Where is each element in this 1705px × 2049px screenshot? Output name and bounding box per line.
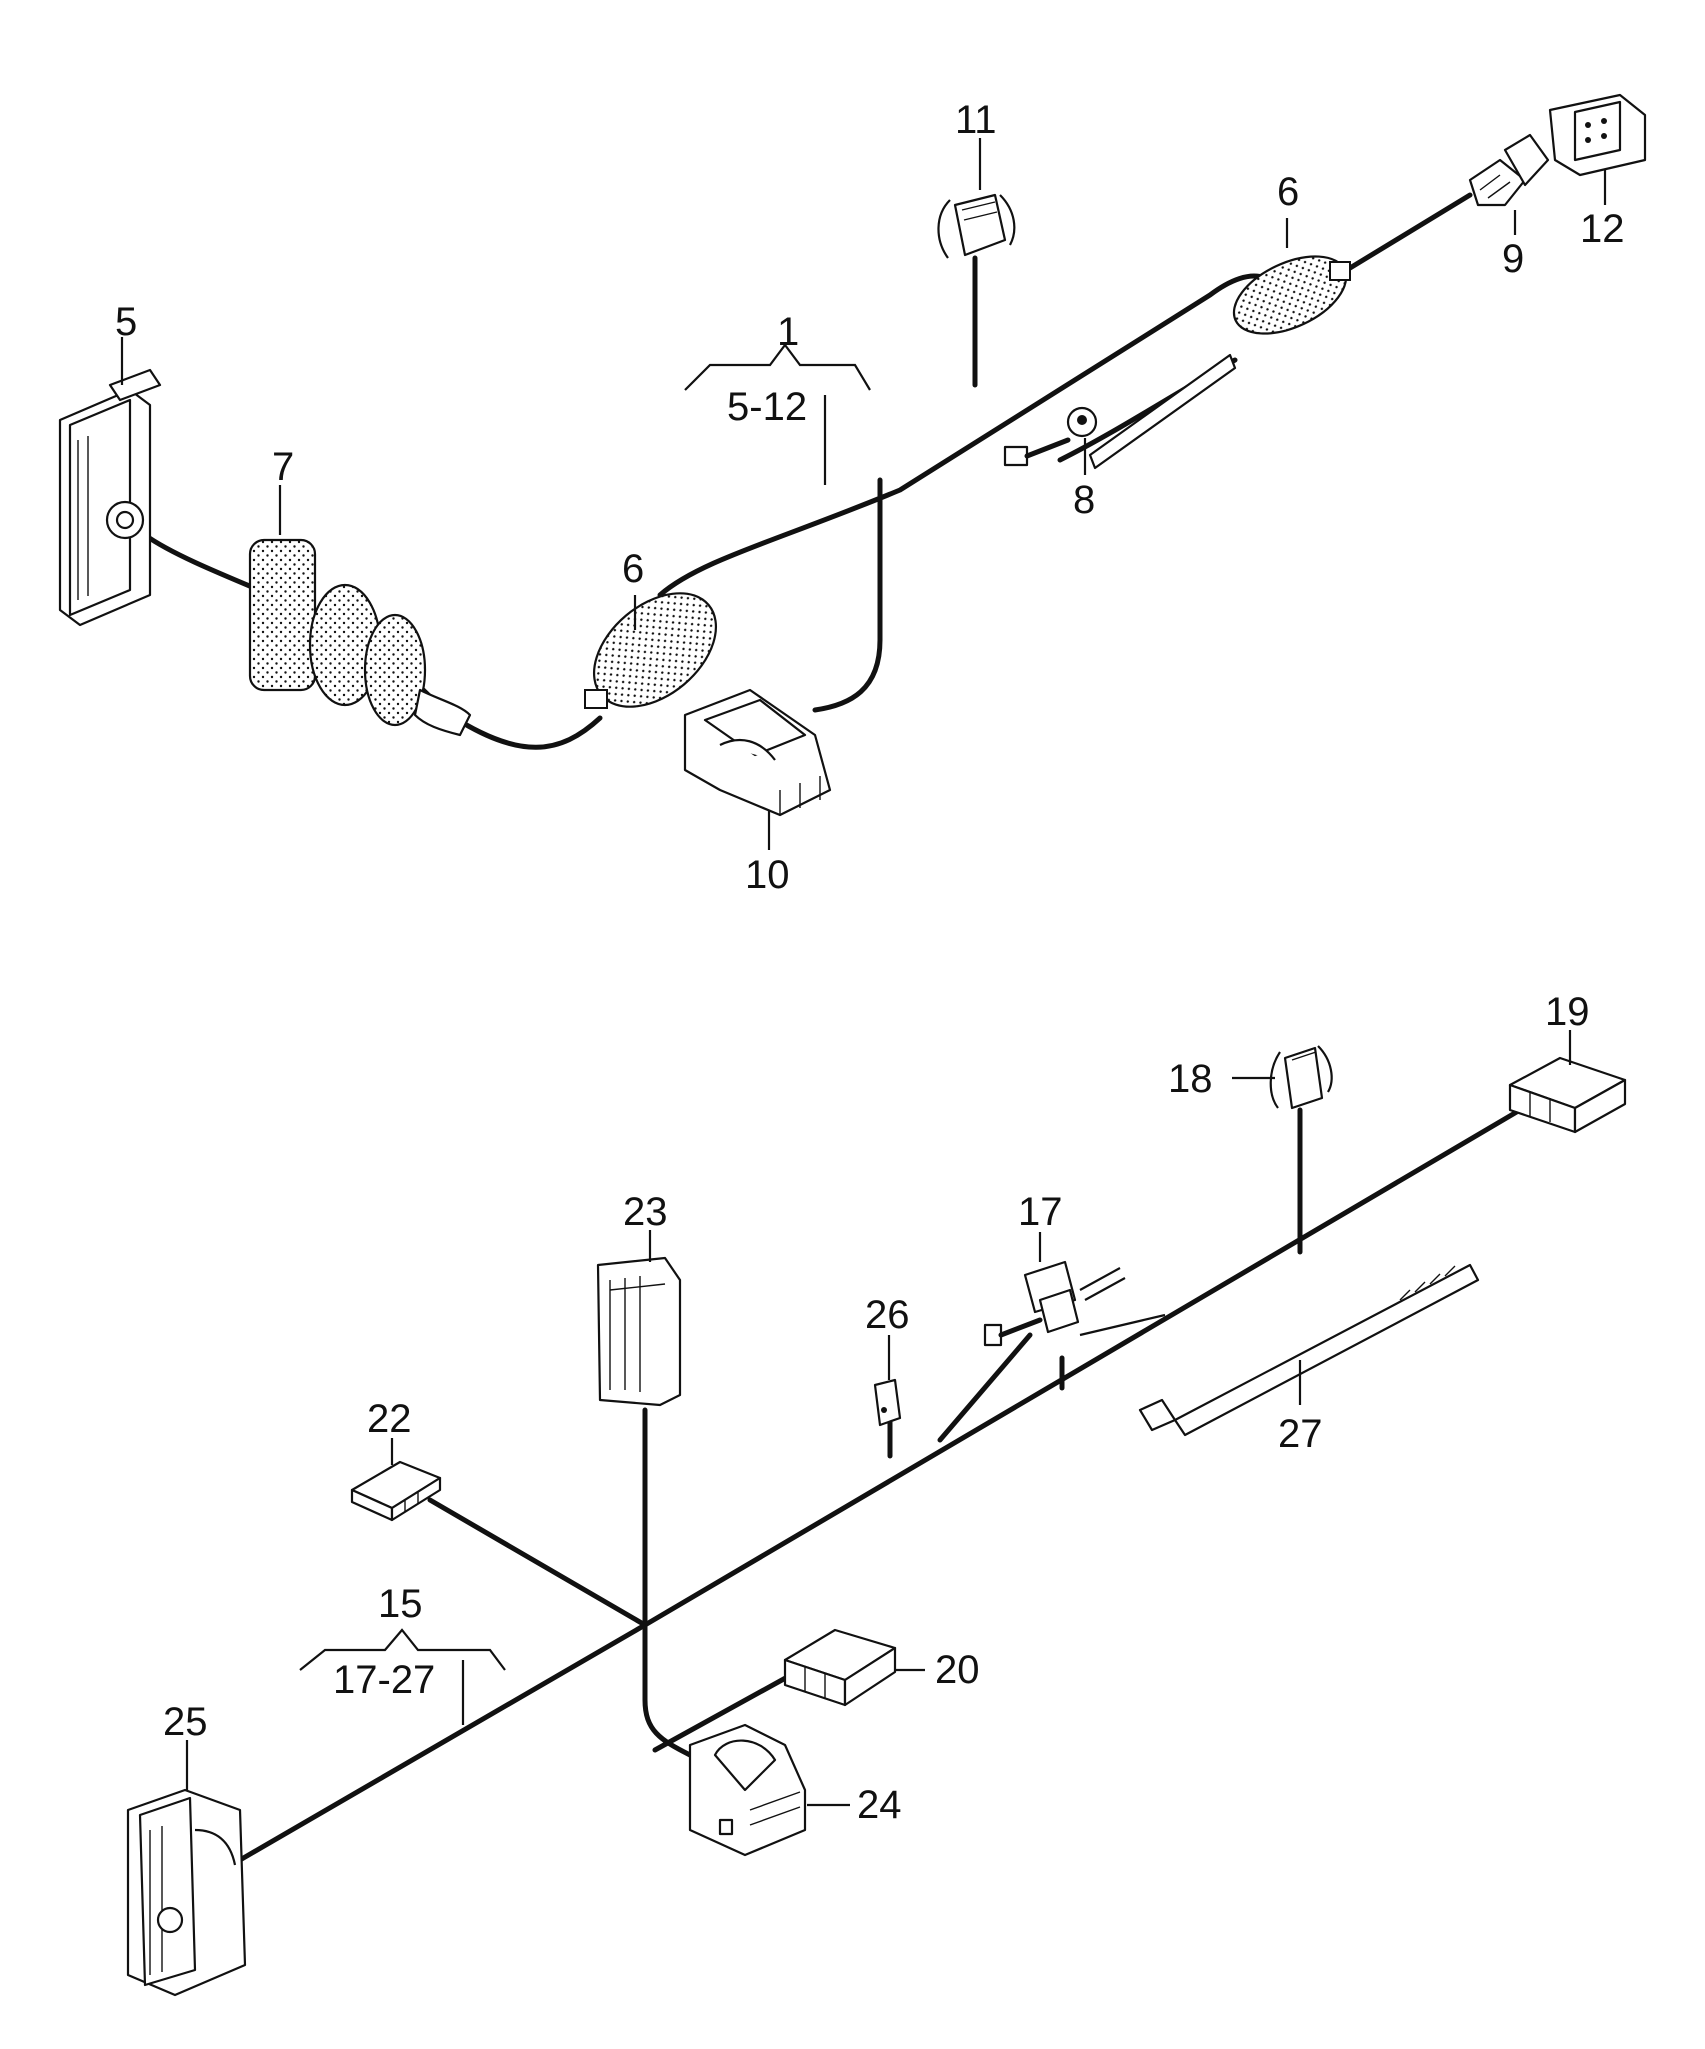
callout-20: 20 — [935, 1648, 980, 1692]
connector-26 — [873, 1378, 902, 1427]
callout-5: 5 — [115, 300, 137, 344]
connector-25 — [126, 1788, 247, 1997]
connector-9 — [1468, 133, 1550, 207]
connector-22 — [350, 1460, 442, 1522]
connector-10 — [683, 688, 832, 817]
callout-18: 18 — [1168, 1057, 1213, 1101]
connector-23 — [596, 1256, 682, 1407]
connector-24 — [688, 1723, 807, 1857]
connector-18 — [1269, 1045, 1333, 1110]
clip-27 — [1138, 1263, 1480, 1437]
callout-6-left: 6 — [622, 547, 644, 591]
callout-15: 15 — [378, 1582, 423, 1626]
connector-12 — [1548, 93, 1647, 177]
callout-19: 19 — [1545, 990, 1590, 1034]
callout-24: 24 — [857, 1783, 902, 1827]
grommet-6-left — [584, 592, 718, 709]
lower-harness — [126, 1030, 1627, 1997]
upper-leader-lines — [120, 138, 1607, 850]
callout-8: 8 — [1073, 478, 1095, 522]
callout-10: 10 — [745, 853, 790, 897]
callout-11: 11 — [955, 98, 997, 142]
clip-17 — [983, 1260, 1166, 1347]
connector-11 — [937, 193, 1016, 259]
callout-27: 27 — [1278, 1412, 1323, 1456]
lower-leader-lines — [185, 1030, 1572, 1807]
callout-1: 1 — [777, 310, 799, 354]
callout-26: 26 — [865, 1293, 910, 1337]
callout-9: 9 — [1502, 237, 1524, 281]
callout-1-range: 5-12 — [727, 385, 807, 429]
clip-8 — [1003, 353, 1237, 470]
callout-17: 17 — [1018, 1190, 1063, 1234]
grommet-7 — [248, 538, 472, 737]
callout-6-right: 6 — [1277, 170, 1299, 214]
callout-22: 22 — [367, 1397, 412, 1441]
grommet-6-right — [1232, 255, 1351, 335]
callout-7: 7 — [272, 445, 294, 489]
callout-25: 25 — [163, 1700, 208, 1744]
callout-15-range: 17-27 — [333, 1658, 435, 1702]
connector-19 — [1508, 1056, 1627, 1134]
callout-23: 23 — [623, 1190, 668, 1234]
connector-5 — [58, 368, 162, 627]
callout-12: 12 — [1580, 207, 1625, 251]
upper-harness — [58, 93, 1647, 850]
connector-20 — [783, 1628, 897, 1707]
callout-labels: 1 5-12 5 6 6 7 8 9 10 11 12 15 17-27 17 … — [115, 98, 1625, 1827]
